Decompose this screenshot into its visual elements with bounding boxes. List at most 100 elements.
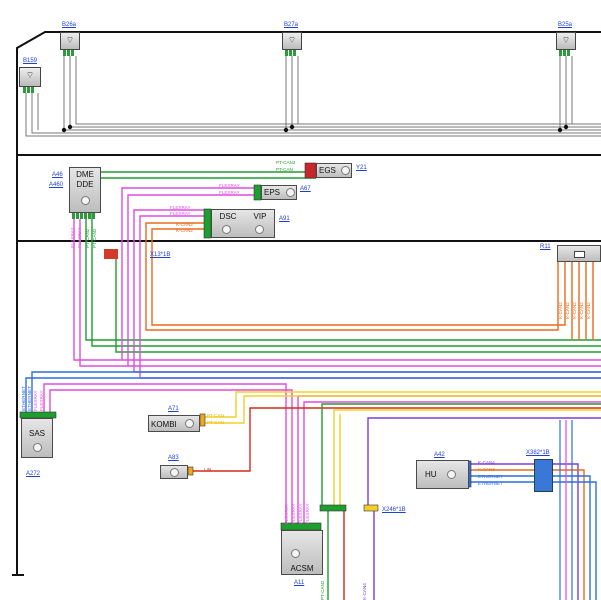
flexray-wire — [73, 219, 601, 361]
module-ref-y21[interactable]: Y21 — [356, 165, 367, 171]
ptcan-wire — [115, 255, 601, 353]
a83-connector — [187, 466, 194, 476]
module-label-dsc: DSC — [219, 212, 237, 221]
frame-border — [16, 31, 601, 575]
connector-pins — [63, 50, 74, 56]
module-ref-a272[interactable]: A272 — [26, 471, 41, 477]
module-label-eps: EPS — [264, 188, 281, 197]
module-icon — [255, 225, 264, 234]
module-icon — [33, 443, 42, 452]
module-ref-a42[interactable]: A42 — [434, 452, 445, 458]
sensor-wire — [63, 56, 601, 131]
sensor-ref-b26a[interactable]: B26a — [62, 22, 77, 28]
wire-label-flexray: FLEXRAY — [170, 205, 191, 210]
kcan3-wire — [469, 469, 585, 600]
module-label-kombi: KOMBI — [151, 420, 177, 429]
module-ref-a11[interactable]: A11 — [294, 580, 305, 586]
module-icon — [286, 188, 295, 197]
connector-ref-x13[interactable]: X13*1B — [150, 252, 171, 258]
ethernet-wire — [469, 481, 597, 600]
sensor-ref-b27a[interactable]: B27a — [284, 22, 299, 28]
wire-label-flexray: FLEXRAY — [284, 503, 289, 524]
module-dsc-vip[interactable]: DSC VIP — [211, 209, 275, 238]
sensor-wire — [25, 93, 601, 137]
wire-label-kcan2: K-CAN2 — [586, 302, 591, 319]
connector-ref-x246[interactable]: X246*1B — [382, 507, 406, 513]
kombi-connector — [199, 413, 206, 427]
ptcan-wire — [321, 403, 601, 505]
wire-label-kcan4: K-CAN4 — [362, 583, 367, 600]
module-icon — [447, 470, 456, 479]
sensor-box-b27a: ⌔ — [282, 32, 302, 50]
module-ref-a46[interactable]: A46 — [52, 172, 63, 178]
ptcan-yellow-wire — [205, 391, 601, 418]
resistor-icon — [574, 251, 585, 258]
connector-x382[interactable] — [534, 459, 553, 492]
wire-label-ethernet: ETHERNET — [27, 386, 32, 411]
connector-x13[interactable] — [104, 249, 118, 259]
module-ref-a67[interactable]: A67 — [300, 186, 311, 192]
wifi-icon: ⌔ — [287, 35, 297, 45]
wire-label-kcan2: K-CAN2 — [176, 222, 193, 227]
wire-label-flexray: FLEXRAY — [219, 190, 240, 195]
module-eps[interactable]: EPS — [261, 185, 297, 200]
wire-label-ptcan2: PT-CAN2 — [320, 580, 325, 600]
flexray-wire — [43, 383, 287, 530]
flexray-wire — [139, 215, 211, 378]
x246-connector-b — [363, 504, 379, 512]
sensor-wire — [69, 56, 601, 128]
kcan-wire — [145, 222, 559, 331]
junction-dot — [289, 124, 295, 130]
ptcan-wire — [85, 219, 601, 341]
wire-label-ptcan2: PT-CAN2 — [92, 228, 97, 248]
module-sas[interactable]: SAS — [21, 418, 53, 458]
module-icon — [170, 468, 179, 477]
flexray-wire — [127, 194, 261, 366]
module-r11[interactable] — [557, 245, 601, 262]
module-ref-r11[interactable]: R11 — [540, 244, 551, 250]
wire-label-kcan4: K-CAN4 — [478, 460, 495, 465]
module-ref-a71[interactable]: A71 — [168, 406, 179, 412]
ethernet-wire — [31, 371, 601, 412]
ptcan-yellow-wire — [333, 409, 601, 505]
wire-label-flexray: FLEXRAY — [77, 227, 82, 248]
dsc-connector — [203, 208, 212, 239]
connector-ref-x382[interactable]: X382*1B — [526, 450, 550, 456]
sensor-ref-b159[interactable]: B159 — [23, 58, 38, 64]
module-a83[interactable] — [160, 465, 188, 479]
module-icon — [222, 225, 231, 234]
junction-dot — [283, 127, 289, 133]
wire-label-lin: LIN — [204, 467, 212, 472]
wire-label-ptcan: PT-CAN — [207, 420, 224, 425]
module-acsm[interactable]: ACSM — [281, 530, 323, 575]
sensor-ref-b25a[interactable]: B25a — [558, 22, 573, 28]
wire-label-flexray: FLEXRAY — [291, 503, 296, 524]
acsm-connector — [280, 522, 322, 531]
wire-label-kcan2: K-CAN2 — [572, 302, 577, 319]
wifi-icon: ⌔ — [561, 35, 571, 45]
ethernet-wire — [469, 475, 591, 600]
sensor-box-b25a: ⌔ — [556, 32, 576, 50]
wire-label-flexray: FLEXRAY — [170, 211, 191, 216]
module-label-hu: HU — [425, 470, 437, 479]
module-kombi[interactable]: KOMBI — [148, 415, 200, 432]
wire-label-flexray: FLEXRAY — [305, 503, 310, 524]
module-icon — [341, 166, 350, 175]
module-egs[interactable]: EGS — [316, 163, 352, 178]
module-ref-a460[interactable]: A460 — [49, 182, 64, 188]
wifi-icon: ⌔ — [25, 70, 35, 80]
module-hu[interactable]: HU — [416, 460, 469, 489]
kcan-wire — [151, 228, 566, 326]
wire-label-kcan3: K-CAN3 — [478, 467, 495, 472]
sensor-wire — [75, 56, 601, 125]
connector-pins — [23, 87, 34, 93]
module-ref-a83[interactable]: A83 — [168, 455, 179, 461]
module-dme[interactable]: DME DDE — [69, 167, 101, 213]
module-label-acsm: ACSM — [290, 564, 314, 573]
connector-pins — [72, 213, 95, 219]
connector-pins — [285, 50, 296, 56]
lin-wire — [193, 407, 601, 472]
x246-connector — [319, 504, 347, 512]
module-ref-a91[interactable]: A91 — [279, 216, 290, 222]
